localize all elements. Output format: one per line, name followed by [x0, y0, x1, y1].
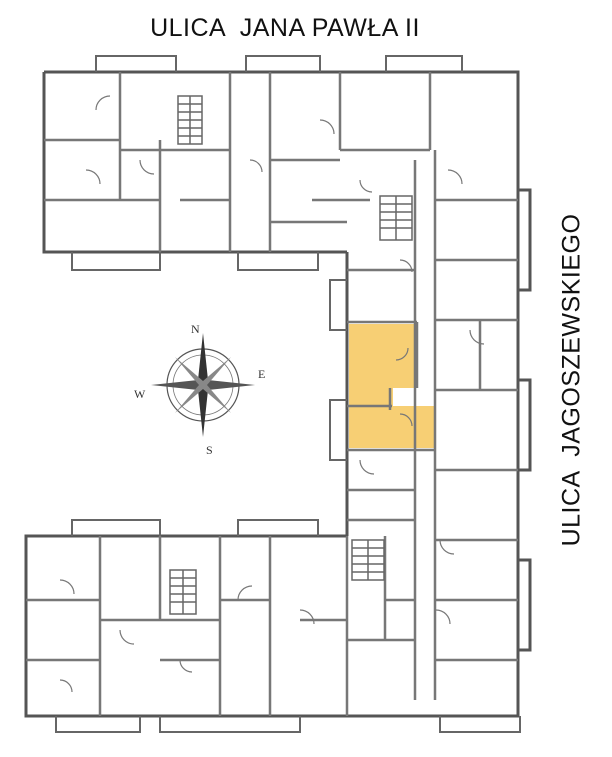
compass-s-label: S — [206, 443, 213, 457]
compass-n-label: N — [191, 322, 200, 336]
outer-walls — [24, 70, 532, 718]
compass-w-label: W — [134, 387, 146, 401]
apartment-room-upper — [349, 324, 417, 388]
highlighted-apartment[interactable] — [349, 324, 435, 448]
apartment-room-lower — [349, 406, 435, 448]
street-label-top: ULICA JANA PAWŁA II — [150, 14, 420, 42]
stairwells — [169, 95, 413, 615]
door-swings — [59, 95, 485, 693]
compass-rose — [151, 333, 255, 437]
compass-e-label: E — [258, 367, 265, 381]
balconies — [55, 55, 521, 733]
apartment-room-middle — [349, 388, 393, 406]
interior-walls — [26, 72, 518, 716]
